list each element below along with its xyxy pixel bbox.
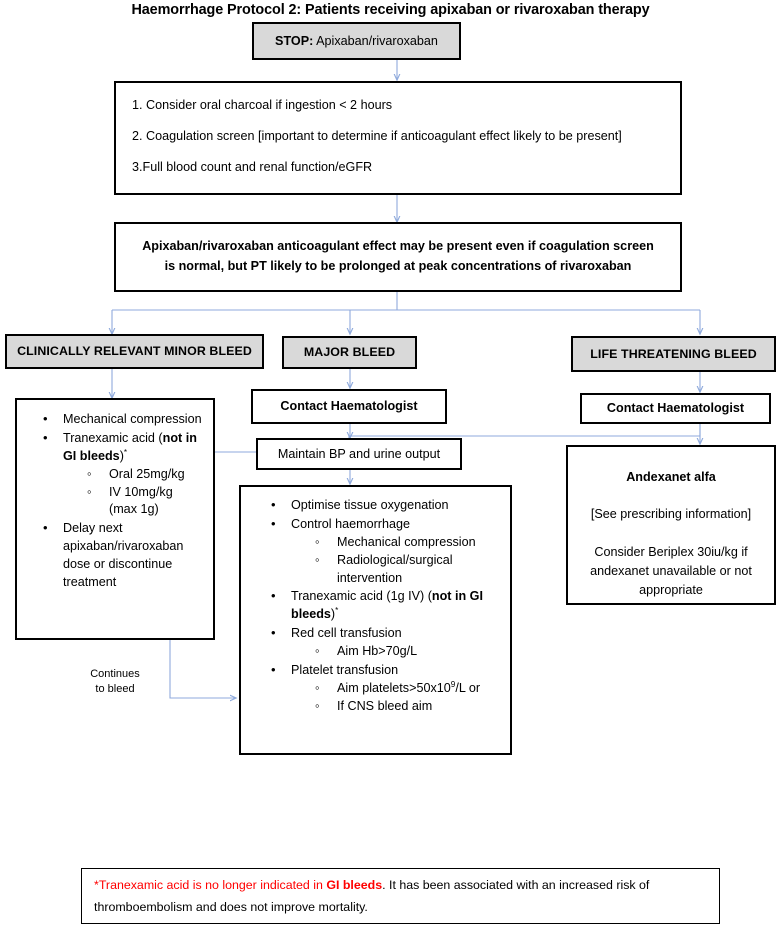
minor-bleed-action-list: Mechanical compression Tranexamic acid (… [17,410,213,592]
list-item: Red cell transfusion Aim Hb>70g/L [271,624,510,661]
footnote-red-text: Tranexamic acid is no longer indicated i… [98,878,327,892]
list-item: Aim Hb>70g/L [315,642,510,661]
life-contact-haematologist-box: Contact Haematologist [580,393,771,424]
andexanet-title: Andexanet alfa [626,470,716,484]
major-bleed-header: MAJOR BLEED [282,336,417,369]
prescribing-info-note: [See prescribing information] [590,507,752,521]
list-item: Oral 25mg/kg [87,465,213,484]
assessment-box: 1. Consider oral charcoal if ingestion <… [114,81,682,195]
footnote-marker: * [335,606,339,616]
footnote-black-text: . It has been associated with an increas… [94,878,650,914]
assessment-line-3: 3.Full blood count and renal function/eG… [132,160,373,174]
continues-to-bleed-label: Continues to bleed [90,668,140,695]
list-item: Aim platelets>50x109/L or [315,679,510,698]
stop-box-drugs: Apixaban/rivaroxaban [313,33,438,48]
minor-bleed-header: CLINICALLY RELEVANT MINOR BLEED [5,334,264,369]
minor-bleed-dosing-list: Oral 25mg/kg IV 10mg/kg (max 1g) [63,465,213,520]
list-item: Mechanical compression [43,410,213,429]
list-item: Tranexamic acid (not in GI bleeds)* Oral… [43,429,213,520]
minor-bleed-actions-box: Mechanical compression Tranexamic acid (… [15,398,215,640]
footnote-red-bold: GI bleeds [326,878,383,892]
life-contact-haematologist-label: Contact Haematologist [606,401,745,415]
list-item: Radiological/surgical intervention [315,551,510,588]
tranexamic-acid-footnote: *Tranexamic acid is no longer indicated … [81,868,720,924]
anticoagulant-effect-box: Apixaban/rivaroxaban anticoagulant effec… [114,222,682,292]
footnote-star: * [94,878,99,892]
major-contact-haematologist-box: Contact Haematologist [251,389,447,424]
list-item: Tranexamic acid (1g IV) (not in GI bleed… [271,587,510,624]
assessment-line-2: 2. Coagulation screen [important to dete… [132,129,622,143]
list-item: Delay next apixaban/rivaroxaban dose or … [43,519,213,592]
red-cell-target-list: Aim Hb>70g/L [291,642,510,661]
footnote-marker: * [123,447,128,457]
list-item: Optimise tissue oxygenation [271,496,510,515]
maintain-bp-box: Maintain BP and urine output [256,438,462,470]
maintain-bp-label: Maintain BP and urine output [277,446,441,461]
major-contact-haematologist-label: Contact Haematologist [280,399,418,413]
beriplex-note: Consider Beriplex 30iu/kg if andexanet u… [590,545,752,597]
page-title: Haemorrhage Protocol 2: Patients receivi… [131,2,650,18]
anticoagulant-effect-text: Apixaban/rivaroxaban anticoagulant effec… [142,239,654,273]
stop-box-label: STOP: [275,33,314,48]
life-threatening-bleed-header-label: LIFE THREATENING BLEED [590,346,757,361]
list-item: If CNS bleed aim [315,697,510,716]
minor-bleed-header-label: CLINICALLY RELEVANT MINOR BLEED [17,344,252,359]
list-item: Mechanical compression [315,533,510,552]
haemorrhage-control-list: Mechanical compression Radiological/surg… [291,533,510,588]
life-threatening-bleed-header: LIFE THREATENING BLEED [571,336,776,372]
platelet-target-list: Aim platelets>50x109/L or If CNS bleed a… [291,679,510,716]
major-bleed-actions-box: Optimise tissue oxygenation Control haem… [239,485,512,755]
major-bleed-header-label: MAJOR BLEED [303,345,396,360]
list-item: Platelet transfusion Aim platelets>50x10… [271,661,510,716]
list-item: IV 10mg/kg (max 1g) [87,483,213,520]
andexanet-box: Andexanet alfa [See prescribing informat… [566,445,776,605]
list-item: Control haemorrhage Mechanical compressi… [271,515,510,588]
assessment-line-1: 1. Consider oral charcoal if ingestion <… [132,98,393,112]
major-bleed-action-list: Optimise tissue oxygenation Control haem… [241,496,510,716]
stop-box: STOP: Apixaban/rivaroxaban [252,22,461,60]
